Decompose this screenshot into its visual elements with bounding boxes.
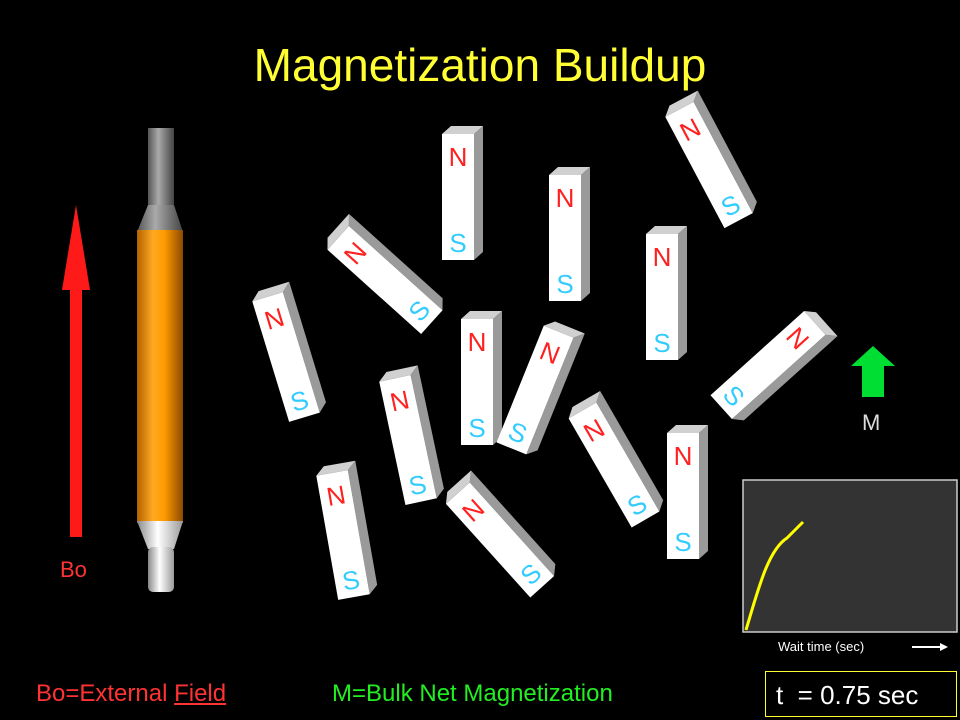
north-pole-label: N — [468, 327, 487, 357]
south-pole-label: S — [556, 269, 573, 299]
north-pole-label: N — [556, 183, 575, 213]
south-pole-label: S — [406, 469, 429, 502]
time-display: t = 0.75 sec — [776, 680, 919, 710]
bar-magnet: NS — [327, 213, 443, 335]
bar-magnet: NS — [646, 226, 687, 360]
bar-magnet: NS — [568, 391, 664, 528]
north-pole-label: N — [674, 441, 693, 471]
south-pole-label: S — [653, 328, 670, 358]
legend-bo-prefix: Bo=External — [36, 680, 175, 707]
bar-magnet: NS — [442, 126, 483, 260]
magnetization-graph — [742, 479, 958, 651]
time-display-box: t = 0.75 sec — [765, 671, 957, 717]
bar-magnet: NS — [710, 310, 838, 421]
field-label: Bo — [60, 557, 87, 582]
bar-magnet: NS — [496, 321, 585, 455]
bar-magnet: NS — [665, 90, 757, 229]
graph-x-label: Wait time (sec) — [778, 639, 865, 654]
north-pole-label: N — [449, 142, 468, 172]
slide-title: Magnetization Buildup — [253, 39, 707, 91]
south-pole-label: S — [449, 228, 466, 258]
north-pole-label: N — [653, 242, 672, 272]
south-pole-label: S — [340, 564, 362, 597]
south-pole-label: S — [674, 527, 691, 557]
arrow-head-icon — [940, 643, 948, 651]
sample-tube — [137, 128, 183, 592]
bar-magnet: NS — [461, 311, 502, 445]
bar-magnet: NS — [252, 281, 326, 422]
bar-magnet: NS — [316, 460, 378, 600]
bar-magnet: NS — [379, 365, 444, 505]
magnetization-label: M — [862, 410, 880, 435]
field-arrow-icon — [62, 205, 90, 537]
magnetization-arrow-icon — [851, 346, 895, 397]
graph-panel — [742, 479, 958, 633]
legend-m: M=Bulk Net Magnetization — [332, 680, 613, 707]
south-pole-label: S — [468, 413, 485, 443]
north-pole-label: N — [324, 479, 348, 512]
magnetization-curve — [744, 520, 805, 631]
legend-bo-field-word: Field — [174, 680, 227, 707]
legend-bo: Bo=External Field — [36, 680, 226, 708]
bar-magnet: NS — [667, 425, 708, 559]
bar-magnet: NS — [445, 470, 556, 598]
bar-magnet: NS — [549, 167, 590, 301]
